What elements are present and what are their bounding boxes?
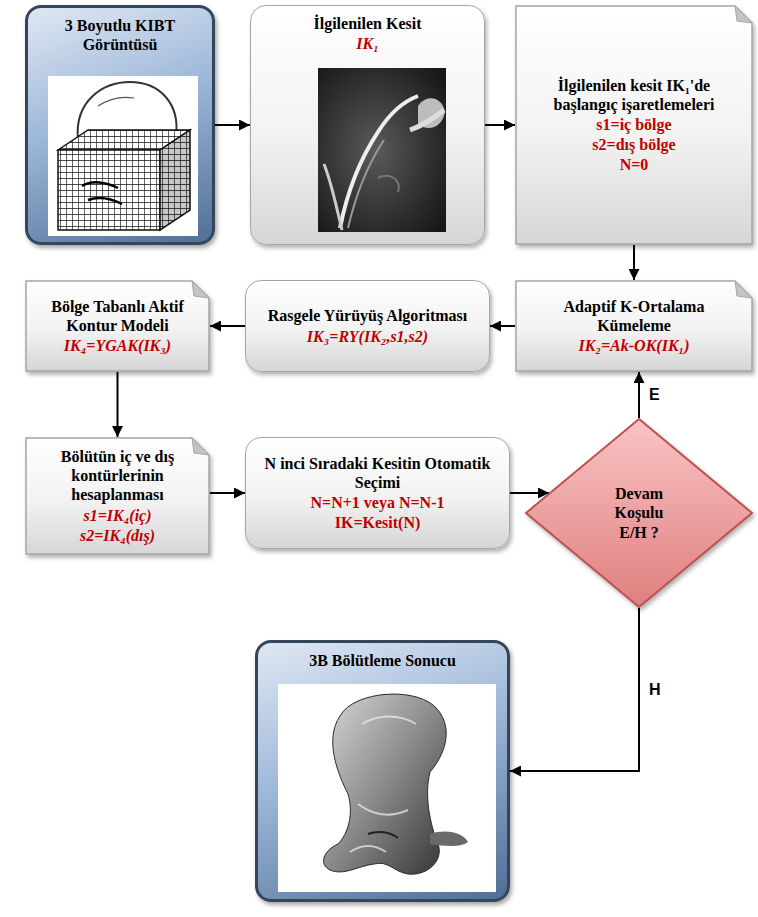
text-group: Rasgele Yürüyüş AlgoritmasıIK₃=RY(IK₂,s1… (255, 306, 480, 345)
bone-surface (324, 694, 447, 874)
node-formula: s1=iç bölge (525, 115, 743, 134)
flow-arrow (117, 372, 119, 437)
flow-arrow (490, 325, 515, 327)
node-formula: s1=IK₄(iç) (35, 506, 200, 525)
box-outline (516, 6, 752, 244)
text-group: N inci Sıradaki Kesitin Otomatik SeçimiN… (255, 454, 500, 533)
node-title: Devam Koşulu E/H ? (600, 484, 678, 542)
diamond-outline (526, 419, 752, 607)
node-formula: IK₃=RY(IK₂,s1,s2) (255, 327, 480, 346)
decision-diamond: Devam Koşulu E/H ? (525, 418, 753, 608)
text-group: 3B Bölütleme Sonucu (265, 651, 500, 670)
process-box: N inci Sıradaki Kesitin Otomatik SeçimiN… (245, 437, 510, 549)
flow-arrow (210, 492, 245, 494)
edge-label: E (647, 385, 662, 404)
process-box: Bölge Tabanlı Aktif Kontur ModeliIK₄=YGA… (25, 280, 210, 372)
flow-arrow (510, 492, 549, 494)
edge-label: H (647, 680, 663, 699)
node-title: Adaptif K-Ortalama Kümeleme (525, 297, 743, 335)
node-formula: IK=Kesit(N) (255, 513, 500, 532)
folded-corner (192, 281, 209, 298)
process-box: Rasgele Yürüyüş AlgoritmasıIK₃=RY(IK₂,s1… (245, 280, 490, 372)
text-group: Bölütün iç ve dış kontürlerinin hesaplan… (35, 447, 200, 545)
node-title: İlgilenilen kesit IK₁'de başlangıç işare… (525, 76, 743, 114)
bone-contour (324, 164, 342, 230)
node-formula: IK₂=Ak-OK(IK₁) (525, 336, 743, 355)
text-group: İlgilenilen KesitIK₁ (260, 14, 475, 53)
segmentation-render (278, 684, 496, 892)
surface-shade (368, 832, 398, 838)
node-title: Rasgele Yürüyüş Algoritması (255, 306, 480, 325)
node-title: N inci Sıradaki Kesitin Otomatik Seçimi (255, 454, 500, 492)
node-title: 3B Bölütleme Sonucu (265, 651, 500, 670)
text-group: Bölge Tabanlı Aktif Kontur ModeliIK₄=YGA… (35, 297, 200, 356)
node-formula: N=N+1 veya N=N-1 (255, 493, 500, 512)
node-title: 3 Boyutlu KIBT Görüntüsü (35, 16, 205, 54)
folded-corner (735, 6, 752, 23)
picture-ground (278, 684, 496, 892)
cube-side-shade (160, 130, 190, 230)
process-box: Bölütün iç ve dış kontürlerinin hesaplan… (25, 437, 210, 555)
folded-corner (735, 281, 752, 298)
flow-arrow (485, 124, 515, 126)
text-group: Devam Koşulu E/H ? (600, 484, 678, 542)
box-outline (516, 281, 752, 371)
box-outline (26, 281, 209, 371)
process-box: Adaptif K-Ortalama KümelemeIK₂=Ak-OK(IK₁… (515, 280, 753, 372)
volume-illustration (48, 76, 198, 236)
node-formula: s2=dış bölge (525, 135, 743, 154)
bone-contour (410, 110, 444, 130)
ct-slice-image (318, 68, 446, 232)
bone-contour (348, 140, 384, 228)
flow-arrow (215, 124, 250, 126)
picture-ground (48, 76, 198, 236)
bone-contour (340, 96, 418, 228)
surface-highlight (350, 717, 416, 853)
flow-arrow (510, 608, 639, 771)
cube-side (160, 130, 190, 230)
text-group: Adaptif K-Ortalama KümelemeIK₂=Ak-OK(IK₁… (525, 297, 743, 356)
node-formula: s2=IK₄(dış) (35, 526, 200, 545)
node-title: Bölge Tabanlı Aktif Kontur Modeli (35, 297, 200, 335)
node-formula: N=0 (525, 155, 743, 174)
ct-ground (318, 68, 446, 232)
node-title: İlgilenilen Kesit (260, 14, 475, 33)
flow-arrow (210, 325, 245, 327)
folded-corner (192, 438, 209, 455)
flow-arrow (633, 245, 635, 280)
volume-marks (82, 182, 122, 204)
flow-arrow (638, 372, 640, 418)
text-group: İlgilenilen kesit IK₁'de başlangıç işare… (525, 76, 743, 175)
seed-box: İlgilenilen kesit IK₁'de başlangıç işare… (515, 5, 753, 245)
node-title: Bölütün iç ve dış kontürlerinin hesaplan… (35, 447, 200, 505)
cube-front (58, 150, 160, 230)
tissue-contour (378, 176, 399, 192)
node-formula: IK₁ (260, 34, 475, 53)
box-outline (26, 438, 209, 554)
node-formula: IK₄=YGAK(IK₃) (35, 336, 200, 355)
text-group: 3 Boyutlu KIBT Görüntüsü (35, 16, 205, 54)
bone-process (430, 832, 468, 846)
head-detail (98, 97, 134, 106)
